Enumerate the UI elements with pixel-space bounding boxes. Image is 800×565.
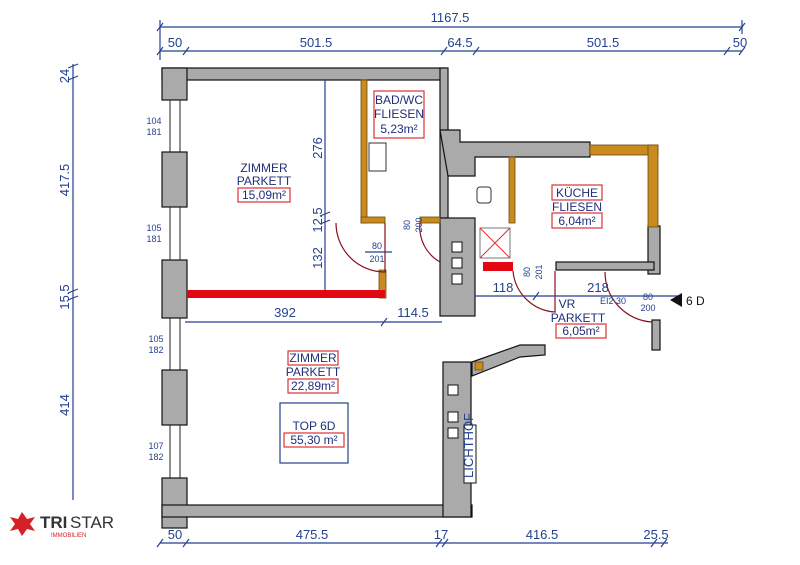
svg-text:25.5: 25.5	[643, 527, 668, 542]
svg-text:392: 392	[274, 305, 296, 320]
svg-text:STAR: STAR	[70, 513, 114, 532]
dim-top-2: 501.5	[300, 35, 333, 50]
inner-dimensions: 276 12.5 132 392 114.5 118 218 6 D	[185, 80, 705, 327]
svg-text:182: 182	[148, 452, 163, 462]
svg-text:416.5: 416.5	[526, 527, 559, 542]
svg-text:276: 276	[310, 137, 325, 159]
dim-top-1: 50	[168, 35, 182, 50]
svg-text:182: 182	[148, 345, 163, 355]
lichthof: LICHTHOF	[461, 413, 477, 484]
svg-text:PARKETT: PARKETT	[551, 311, 606, 325]
room-zimmer-2: ZIMMER PARKETT 22,89m²	[286, 350, 341, 394]
fire-door-label: EI2 30	[600, 296, 626, 306]
dim-top-4: 501.5	[587, 35, 620, 50]
top-dimensions: 1167.5 50 501.5 64.5 501.5 50	[156, 10, 747, 60]
svg-text:IMMOBILIEN: IMMOBILIEN	[51, 533, 86, 539]
svg-text:105: 105	[148, 334, 163, 344]
svg-text:80: 80	[643, 292, 653, 302]
dim-left-2: 417.5	[57, 164, 72, 197]
svg-text:15,09m²: 15,09m²	[242, 188, 286, 202]
window-labels: 104 181 105 181 105 182 107 182	[146, 116, 163, 462]
partition-wall-kitchen	[483, 262, 513, 271]
svg-text:VR: VR	[559, 297, 576, 311]
svg-text:218: 218	[587, 280, 609, 295]
svg-text:181: 181	[146, 234, 161, 244]
dim-left-4: 414	[57, 394, 72, 416]
svg-text:5,23m²: 5,23m²	[380, 122, 417, 136]
svg-text:6,04m²: 6,04m²	[558, 214, 595, 228]
svg-text:80: 80	[372, 241, 382, 251]
svg-text:BAD/WC: BAD/WC	[375, 93, 423, 107]
svg-text:22,89m²: 22,89m²	[291, 379, 335, 393]
toilet-icon	[476, 186, 492, 204]
svg-text:200: 200	[414, 217, 424, 232]
svg-text:105: 105	[146, 223, 161, 233]
partition-wall	[187, 290, 385, 298]
doors	[335, 222, 653, 323]
windows	[169, 100, 181, 478]
room-zimmer-1: ZIMMER PARKETT 15,09m²	[237, 161, 292, 203]
svg-text:LICHTHOF: LICHTHOF	[461, 413, 476, 478]
svg-text:6,05m²: 6,05m²	[562, 324, 599, 338]
svg-text:ZIMMER: ZIMMER	[240, 161, 288, 175]
svg-text:PARKETT: PARKETT	[286, 365, 341, 379]
stove-icon	[479, 227, 511, 259]
svg-text:80: 80	[402, 220, 412, 230]
room-bad-wc: BAD/WC FLIESEN 5,23m²	[373, 90, 425, 139]
tristar-logo: TRI STAR IMMOBILIEN	[10, 512, 114, 539]
ventilation-shafts	[447, 241, 463, 439]
svg-text:TOP 6D: TOP 6D	[293, 419, 336, 433]
svg-text:FLIESEN: FLIESEN	[552, 200, 602, 214]
sink-icon	[368, 142, 387, 172]
svg-text:55,30 m²: 55,30 m²	[290, 433, 337, 447]
svg-text:TRI: TRI	[40, 513, 67, 532]
svg-text:118: 118	[493, 280, 514, 295]
entrance-arrow-icon	[670, 293, 682, 307]
svg-text:80: 80	[522, 267, 532, 277]
dim-left-3: 15.5	[57, 284, 72, 309]
unit-label-box: TOP 6D 55,30 m²	[279, 402, 349, 464]
star-icon	[10, 512, 35, 536]
dim-top-5: 50	[733, 35, 747, 50]
svg-text:201: 201	[534, 264, 544, 279]
door-labels: 80 201 80 200 80 201 80 200 EI2 30	[365, 217, 656, 313]
room-kueche: KÜCHE FLIESEN 6,04m²	[551, 184, 603, 229]
svg-text:ZIMMER: ZIMMER	[289, 351, 337, 365]
svg-text:104: 104	[146, 116, 161, 126]
svg-text:200: 200	[640, 303, 655, 313]
svg-text:181: 181	[146, 127, 161, 137]
svg-text:PARKETT: PARKETT	[237, 174, 292, 188]
svg-text:114.5: 114.5	[397, 305, 429, 320]
dim-left-1: 24	[57, 69, 72, 83]
svg-text:132: 132	[310, 247, 325, 269]
dim-total: 1167.5	[431, 10, 470, 25]
room-vr: VR PARKETT 6,05m²	[551, 297, 607, 339]
entrance-label: 6 D	[686, 294, 705, 308]
dim-top-3: 64.5	[447, 35, 472, 50]
bottom-dimensions: 50 475.5 17 416.5 25.5	[156, 527, 669, 548]
svg-text:12.5: 12.5	[310, 207, 325, 232]
svg-text:201: 201	[369, 254, 384, 264]
svg-text:107: 107	[148, 441, 163, 451]
walls	[161, 67, 661, 529]
svg-text:17: 17	[434, 527, 448, 542]
svg-text:FLIESEN: FLIESEN	[374, 107, 424, 121]
svg-text:475.5: 475.5	[296, 527, 329, 542]
svg-text:KÜCHE: KÜCHE	[556, 186, 598, 200]
svg-text:50: 50	[168, 527, 182, 542]
left-dimensions: 24 417.5 15.5 414	[57, 63, 79, 500]
